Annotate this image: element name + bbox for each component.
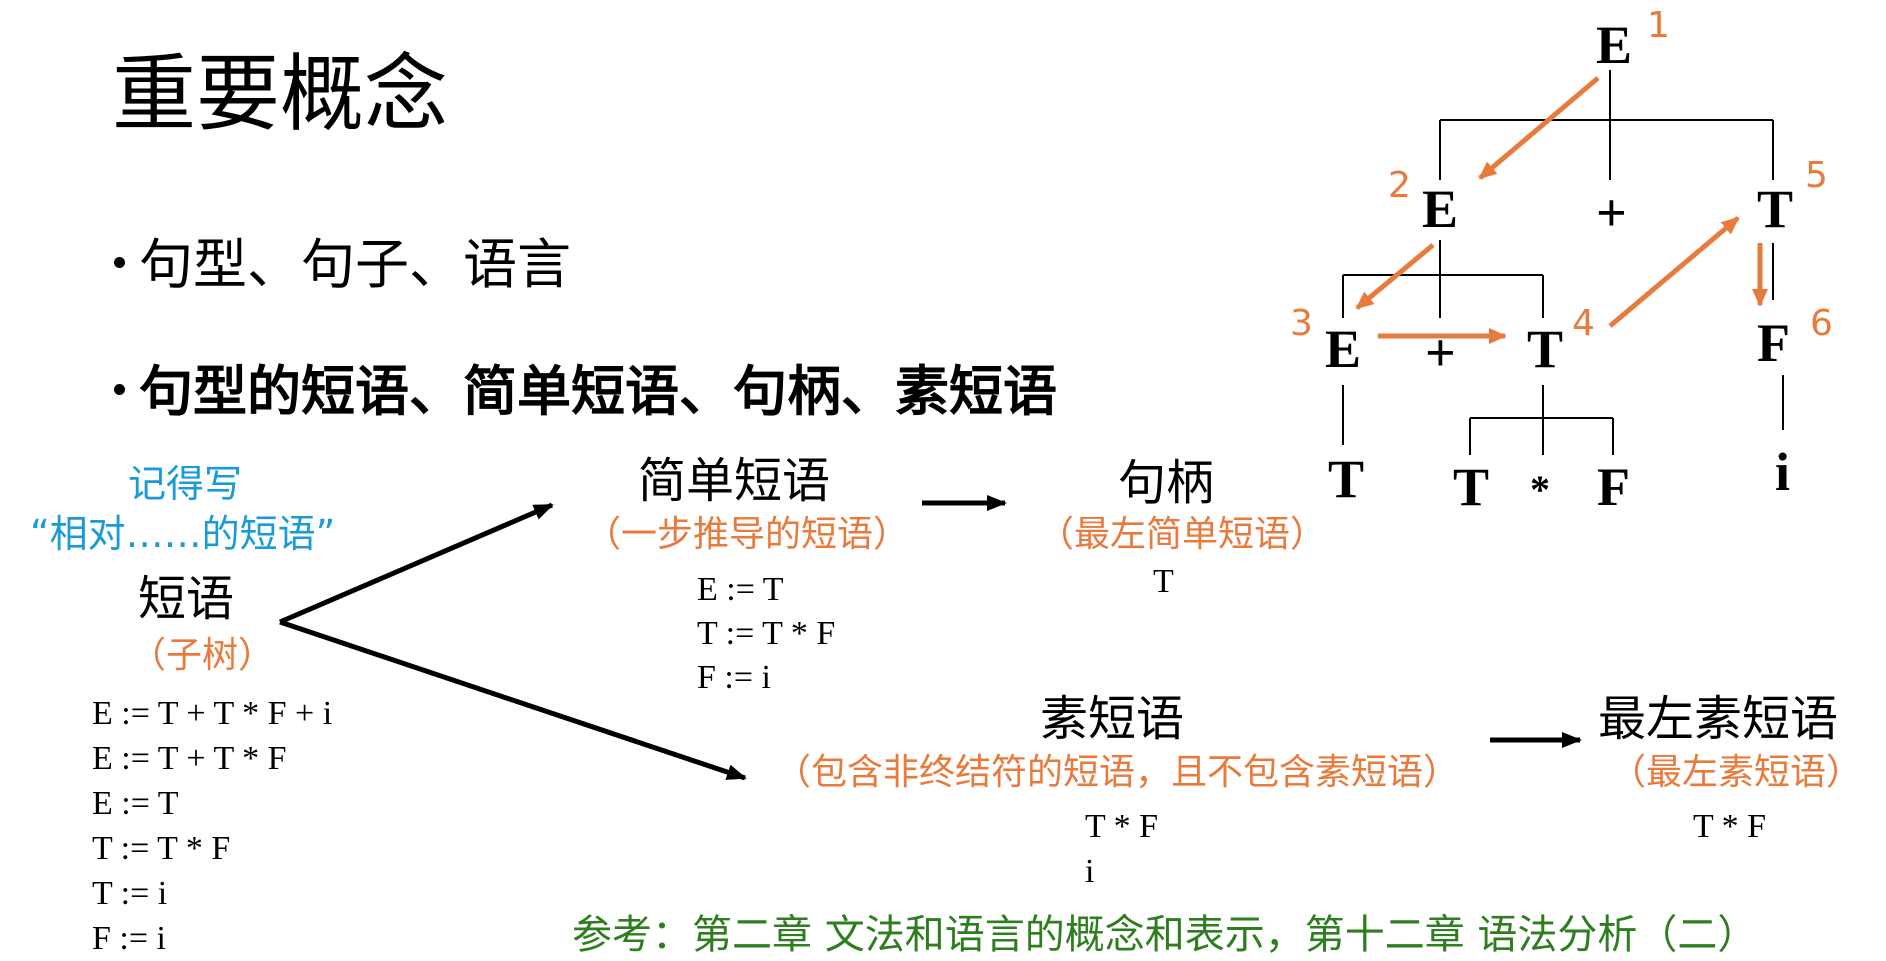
tree-node-plus-lower: + xyxy=(1425,323,1456,383)
simple-phrase-label: 简单短语 xyxy=(638,453,831,509)
parse-tree-edges xyxy=(1342,70,1784,455)
phrase-rule-1: E := T + T * F + i xyxy=(92,695,333,732)
tree-leaf-t: T xyxy=(1328,449,1365,509)
bullet-dot-icon xyxy=(114,256,125,268)
traversal-arrows xyxy=(1355,76,1768,344)
reference-text: 参考：第二章 文法和语言的概念和表示，第十二章 语法分析（二） xyxy=(572,912,1758,958)
tree-node-t-lower: T xyxy=(1527,319,1564,379)
order-number-4: 4 xyxy=(1572,303,1595,344)
prime-phrase-sub: （包含非终结符的短语，且不包含素短语） xyxy=(775,752,1460,793)
phrase-rule-4: T := T * F xyxy=(92,830,231,867)
handle-rule-1: T xyxy=(1153,563,1174,600)
tree-leaf-t-2: T xyxy=(1453,457,1490,517)
simple-phrase-rule-1: E := T xyxy=(697,571,784,608)
tree-node-f: F xyxy=(1757,313,1790,373)
bullet-sentential-forms: 句型、句子、语言 xyxy=(114,238,571,292)
tree-node-e-root: E xyxy=(1596,15,1633,75)
phrase-rule-5: T := i xyxy=(92,875,168,912)
order-number-1: 1 xyxy=(1647,5,1670,46)
order-number-6: 6 xyxy=(1810,303,1833,344)
bullet-text: 句型、句子、语言 xyxy=(139,233,571,296)
arrow-to-prime-phrase xyxy=(279,619,747,781)
prime-phrase-rule-1: T * F xyxy=(1085,808,1159,845)
phrase-rule-6: F := i xyxy=(92,920,166,957)
arrow-to-simple-phrase xyxy=(279,502,554,625)
tree-node-e-lower: E xyxy=(1325,319,1362,379)
handle-sub: （最左简单短语） xyxy=(1038,514,1327,555)
prime-phrase-rule-2: i xyxy=(1085,853,1095,890)
note-line-1: 记得写 xyxy=(128,462,243,506)
order-number-5: 5 xyxy=(1805,155,1828,196)
tree-node-t: T xyxy=(1757,179,1794,239)
leftmost-prime-rule-1: T * F xyxy=(1693,808,1767,845)
tree-node-plus: + xyxy=(1596,183,1627,243)
order-number-2: 2 xyxy=(1388,165,1411,206)
tree-leaf-star: * xyxy=(1530,467,1550,512)
bullet-text: 句型的短语、简单短语、句柄、素短语 xyxy=(139,360,1057,423)
phrase-sub: （子树） xyxy=(130,635,275,676)
note-line-2: “相对……的短语” xyxy=(30,512,336,556)
simple-phrase-sub: （一步推导的短语） xyxy=(585,514,910,555)
prime-phrase-label: 素短语 xyxy=(1040,691,1185,747)
phrase-rule-2: E := T + T * F xyxy=(92,740,287,777)
handle-label: 句柄 xyxy=(1118,455,1215,511)
order-number-3: 3 xyxy=(1290,303,1313,344)
simple-phrase-rule-2: T := T * F xyxy=(697,615,836,652)
leftmost-prime-label: 最左素短语 xyxy=(1598,691,1839,747)
phrase-rule-3: E := T xyxy=(92,785,179,822)
tree-node-e: E xyxy=(1422,179,1459,239)
bullet-dot-icon xyxy=(114,383,125,395)
page-title: 重要概念 xyxy=(112,45,449,143)
phrase-label: 短语 xyxy=(138,571,235,627)
simple-phrase-rule-3: F := i xyxy=(697,659,771,696)
bullet-phrases: 句型的短语、简单短语、句柄、素短语 xyxy=(114,365,1057,419)
tree-leaf-i: i xyxy=(1775,442,1791,502)
leftmost-prime-sub: （最左素短语） xyxy=(1610,752,1863,793)
tree-leaf-f: F xyxy=(1597,457,1630,517)
